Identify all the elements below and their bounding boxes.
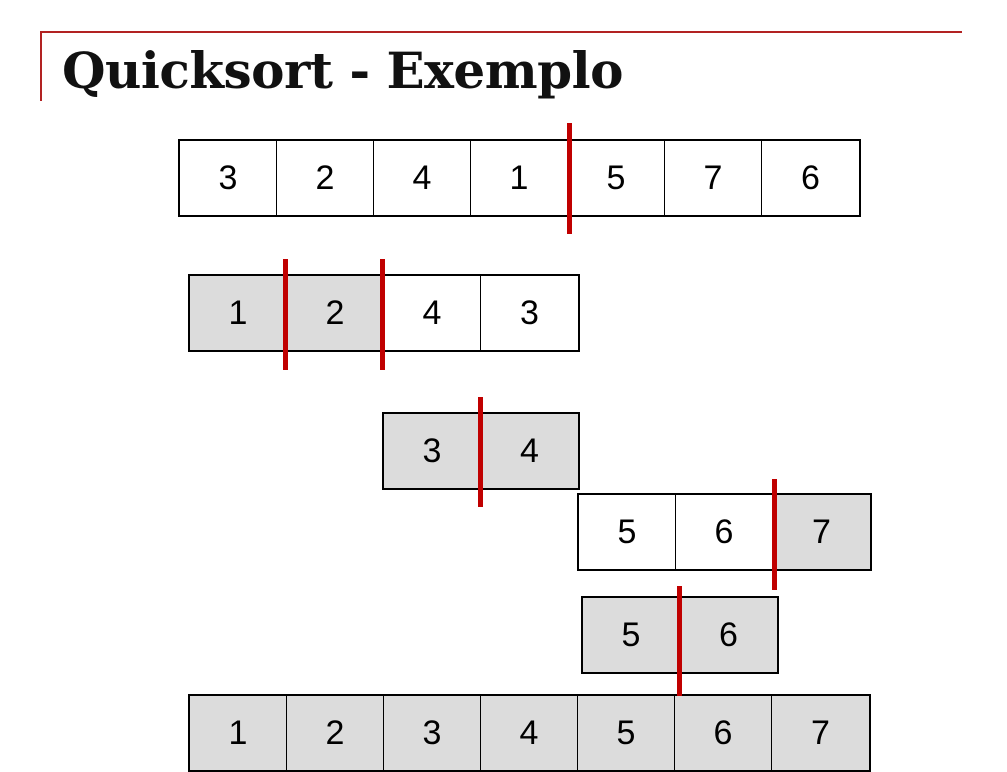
pivot-divider-5 (772, 479, 777, 590)
array-cell: 7 (772, 696, 869, 770)
array-cell: 6 (680, 598, 777, 672)
array-cell: 4 (384, 276, 481, 350)
array-cell: 4 (374, 141, 471, 215)
array-cell: 5 (568, 141, 665, 215)
array-cell: 4 (481, 696, 578, 770)
array-cell: 1 (471, 141, 568, 215)
array-cell: 3 (384, 414, 481, 488)
array-cell: 4 (481, 414, 578, 488)
array-cell: 1 (190, 276, 287, 350)
pivot-divider-1 (567, 123, 572, 234)
array-cell: 6 (801, 158, 820, 197)
pivot-divider-6 (677, 586, 682, 696)
title-frame-top (40, 31, 962, 33)
array-cell: 7 (773, 495, 870, 569)
array-cell: 2 (277, 141, 374, 215)
title-frame-left (40, 31, 42, 101)
slide-title: Quicksort - Exemplo (62, 41, 623, 100)
array-cell: 1 (190, 696, 287, 770)
array-cell: 5 (579, 495, 676, 569)
array-cell: 5 (578, 696, 675, 770)
array-cell: 3 (180, 141, 277, 215)
array-cell: 6 (675, 696, 772, 770)
array-cell: 3 (384, 696, 481, 770)
pivot-divider-4 (478, 397, 483, 507)
array-cell: 2 (287, 276, 384, 350)
pivot-divider-2 (283, 259, 288, 370)
array-cell: 6 (676, 495, 773, 569)
pivot-divider-3 (380, 259, 385, 370)
array-cell: 5 (583, 598, 680, 672)
array-cell: 3 (520, 293, 539, 332)
array-cell: 7 (665, 141, 762, 215)
array-cell: 2 (287, 696, 384, 770)
